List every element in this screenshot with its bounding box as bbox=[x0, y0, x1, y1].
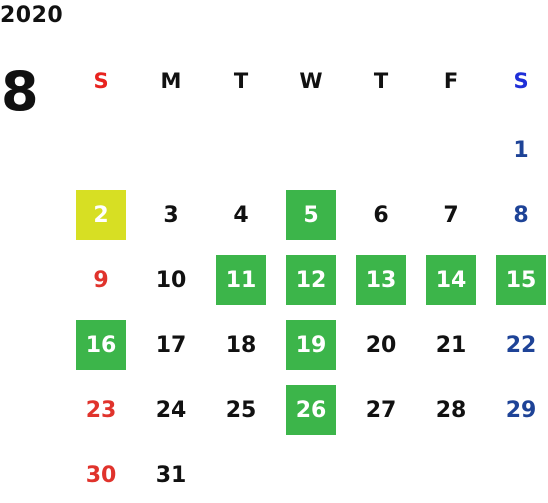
day-cell-8[interactable]: 8 bbox=[513, 202, 529, 228]
day-cell-30[interactable]: 30 bbox=[85, 462, 117, 488]
day-cell-21[interactable]: 21 bbox=[435, 332, 467, 358]
day-cell-18[interactable]: 18 bbox=[225, 332, 257, 358]
weekday-header-tue: T bbox=[233, 69, 249, 93]
day-cell-13[interactable]: 13 bbox=[356, 255, 406, 305]
weekday-header-thu: T bbox=[373, 69, 389, 93]
day-cell-26[interactable]: 26 bbox=[286, 385, 336, 435]
day-cell-3[interactable]: 3 bbox=[163, 202, 179, 228]
day-cell-5[interactable]: 5 bbox=[286, 190, 336, 240]
day-cell-28[interactable]: 28 bbox=[435, 397, 467, 423]
weekday-header-mon: M bbox=[160, 69, 182, 93]
month-number: 8 bbox=[1, 60, 39, 123]
day-cell-1[interactable]: 1 bbox=[513, 137, 529, 163]
day-cell-22[interactable]: 22 bbox=[505, 332, 537, 358]
day-cell-10[interactable]: 10 bbox=[155, 267, 187, 293]
day-cell-14[interactable]: 14 bbox=[426, 255, 476, 305]
day-cell-11[interactable]: 11 bbox=[216, 255, 266, 305]
weekday-header-fri: F bbox=[443, 69, 459, 93]
day-cell-17[interactable]: 17 bbox=[155, 332, 187, 358]
day-cell-15[interactable]: 15 bbox=[496, 255, 546, 305]
weekday-header-wed: W bbox=[299, 69, 323, 93]
day-cell-2[interactable]: 2 bbox=[76, 190, 126, 240]
year-label: 2020 bbox=[0, 3, 64, 28]
weekday-header-sun: S bbox=[93, 69, 109, 93]
day-cell-16[interactable]: 16 bbox=[76, 320, 126, 370]
day-cell-6[interactable]: 6 bbox=[373, 202, 389, 228]
day-cell-19[interactable]: 19 bbox=[286, 320, 336, 370]
weekday-header-sat: S bbox=[513, 69, 529, 93]
day-cell-9[interactable]: 9 bbox=[93, 267, 109, 293]
day-cell-23[interactable]: 23 bbox=[85, 397, 117, 423]
day-cell-4[interactable]: 4 bbox=[233, 202, 249, 228]
day-cell-24[interactable]: 24 bbox=[155, 397, 187, 423]
day-cell-25[interactable]: 25 bbox=[225, 397, 257, 423]
day-cell-31[interactable]: 31 bbox=[155, 462, 187, 488]
day-cell-12[interactable]: 12 bbox=[286, 255, 336, 305]
day-cell-27[interactable]: 27 bbox=[365, 397, 397, 423]
day-cell-7[interactable]: 7 bbox=[443, 202, 459, 228]
day-cell-29[interactable]: 29 bbox=[505, 397, 537, 423]
day-cell-20[interactable]: 20 bbox=[365, 332, 397, 358]
